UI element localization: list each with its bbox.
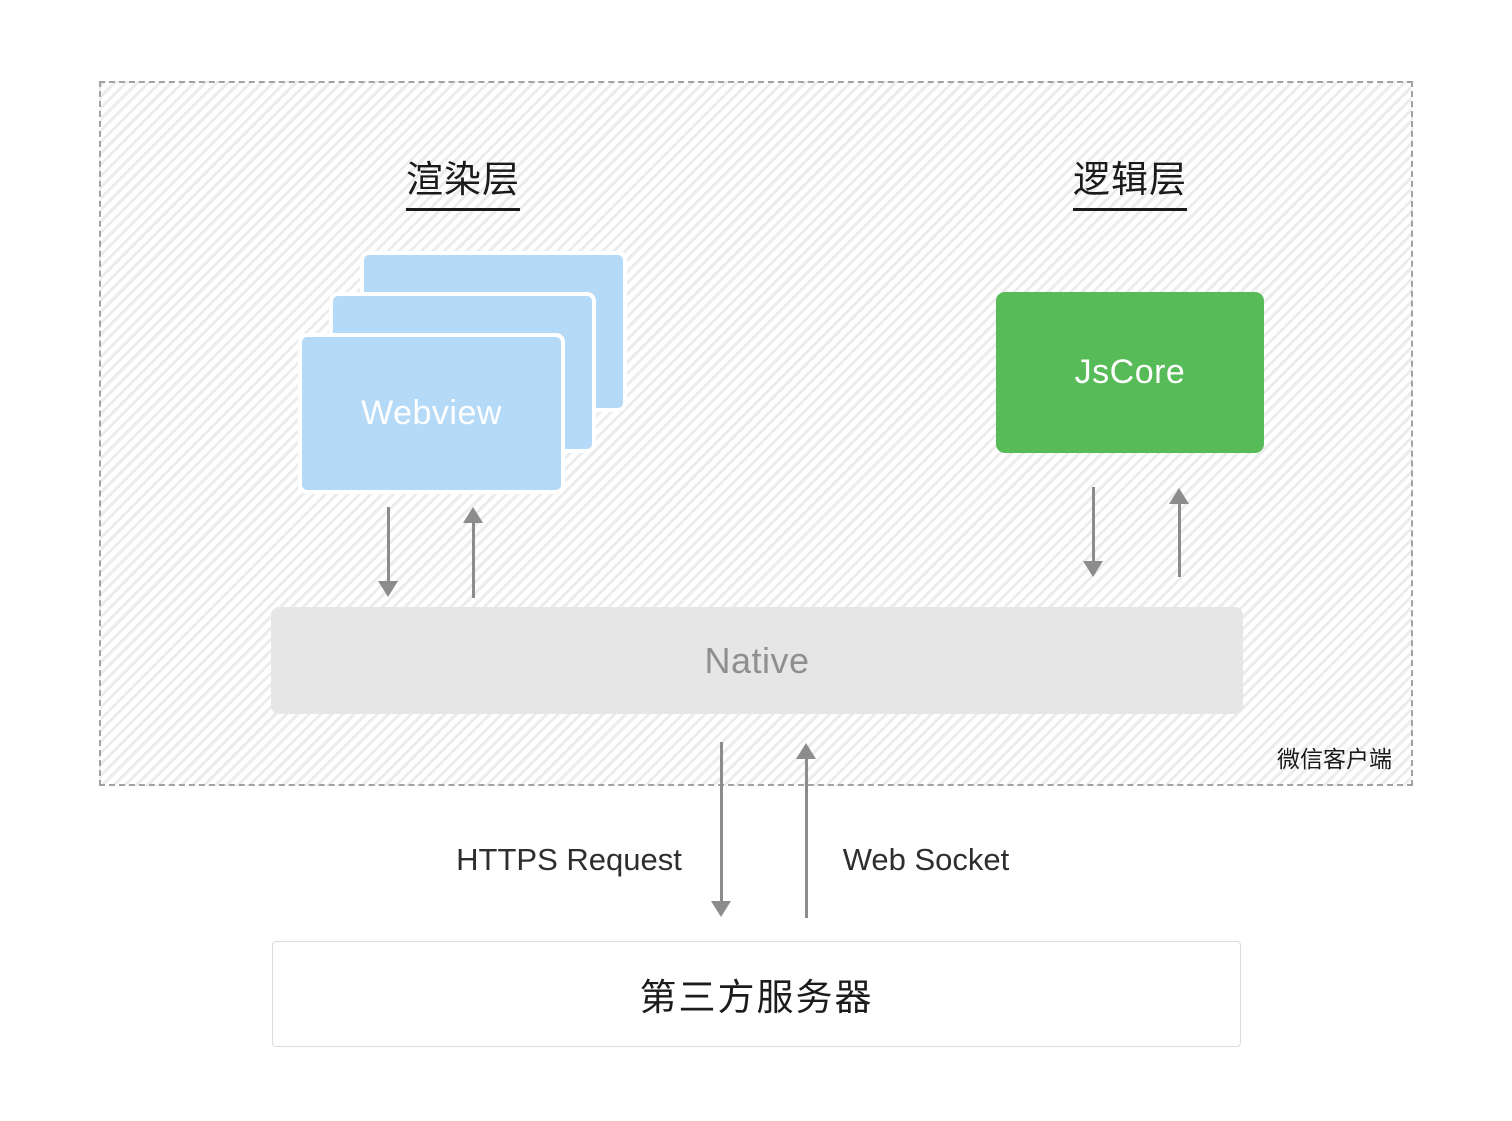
arrow-shaft (386, 507, 390, 583)
server-to-native-arrow (796, 743, 816, 918)
native-label: Native (704, 639, 810, 681)
https-request-label: HTTPS Request (456, 842, 682, 877)
webview-label: Webview (361, 394, 502, 432)
arrow-head-down-icon (378, 581, 398, 597)
jscore-to-native-arrow (1083, 487, 1103, 577)
native-to-server-arrow (711, 742, 731, 917)
arrow-shaft (719, 742, 723, 903)
server-box: 第三方服务器 (272, 941, 1241, 1047)
arrow-head-up-icon (463, 507, 483, 523)
webview-to-native-arrow (378, 507, 398, 597)
arrow-head-up-icon (1169, 488, 1189, 504)
arrow-head-down-icon (711, 901, 731, 917)
webview-card-front: Webview (298, 333, 565, 494)
render-layer-title: 渲染层 (333, 149, 593, 211)
arrow-shaft (804, 757, 808, 918)
native-to-webview-arrow (463, 507, 483, 598)
websocket-label: Web Socket (842, 842, 1010, 877)
arrow-shaft (1091, 487, 1095, 563)
arrow-shaft (471, 521, 475, 598)
wechat-client-label: 微信客户端 (1277, 746, 1392, 772)
server-label: 第三方服务器 (639, 977, 874, 1018)
arrow-shaft (1177, 502, 1181, 577)
native-bar: Native (271, 607, 1243, 714)
logic-layer-title: 逻辑层 (1000, 149, 1260, 211)
native-to-jscore-arrow (1169, 488, 1189, 577)
arrow-head-down-icon (1083, 561, 1103, 577)
arrow-head-up-icon (796, 743, 816, 759)
jscore-label: JsCore (1074, 353, 1186, 391)
jscore-box: JsCore (996, 292, 1264, 453)
